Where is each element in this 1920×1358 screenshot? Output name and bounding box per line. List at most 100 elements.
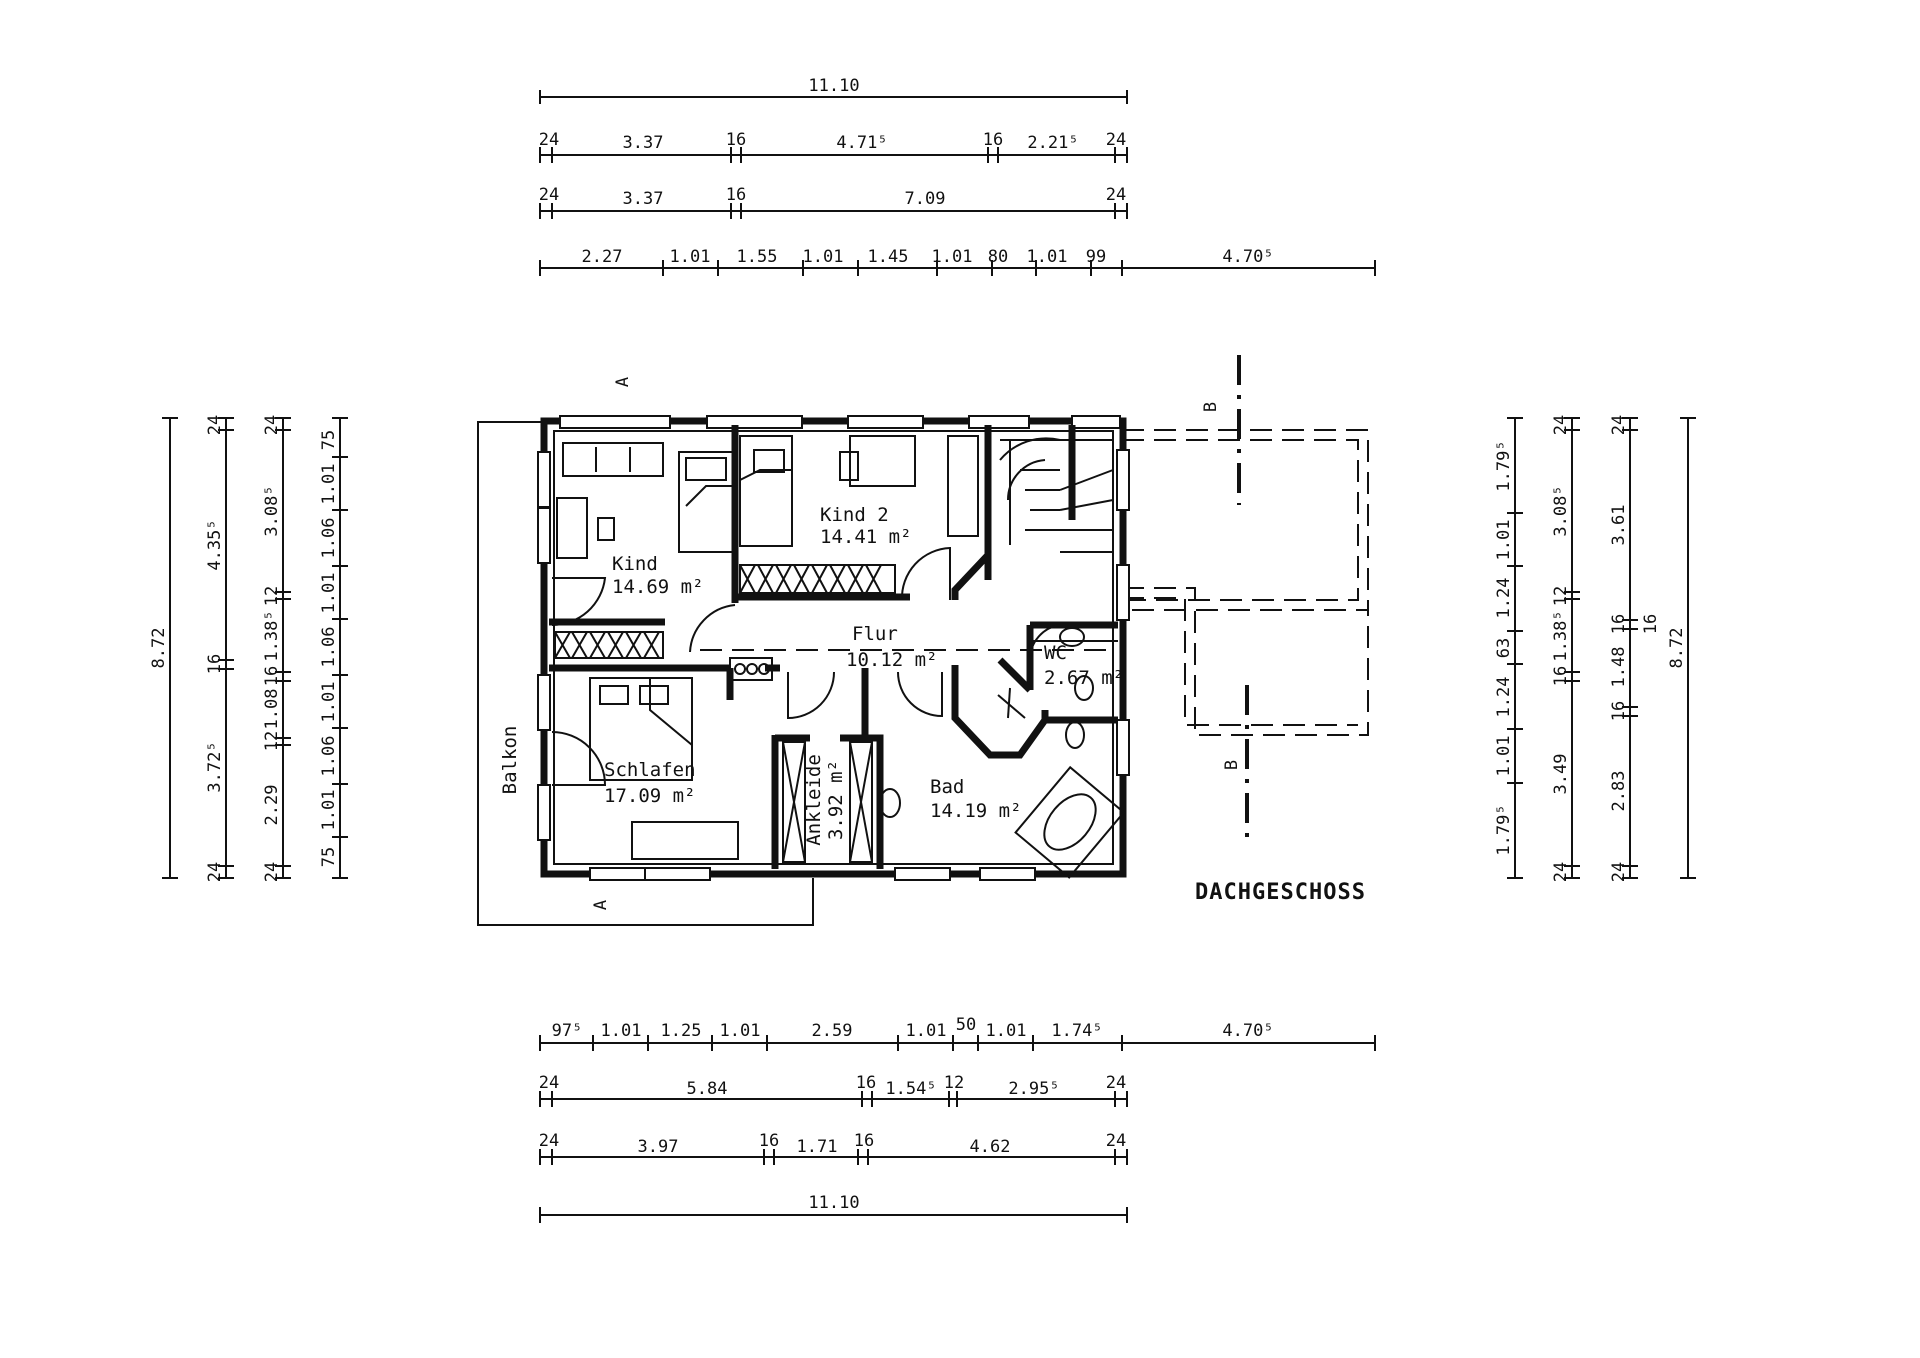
room-labels: Kind 14.69 m² Kind 2 14.41 m² Flur 10.12… bbox=[604, 504, 1124, 846]
dim-left-c2-2: 12 bbox=[262, 586, 282, 606]
dim-right-c3-0: 24 bbox=[1609, 415, 1629, 435]
dim-bot-r1-0: 97⁵ bbox=[552, 1021, 583, 1041]
dim-left-c3-6: 1.06 bbox=[319, 736, 339, 777]
dashed-extension bbox=[1122, 429, 1369, 736]
dim-bot-r2-4: 12 bbox=[944, 1073, 964, 1093]
dim-left-c2-6: 12 bbox=[262, 731, 282, 751]
dim-left-overall: 8.72 bbox=[149, 628, 169, 669]
dim-bot-r3-6: 24 bbox=[1106, 1131, 1126, 1151]
section-lines: B B A A bbox=[591, 355, 1249, 910]
section-a-bottom: A bbox=[591, 900, 611, 910]
dim-left-c3-8: 75 bbox=[319, 847, 339, 867]
dim-left-c3-7: 1.01 bbox=[319, 790, 339, 831]
dim-left-c1-4: 24 bbox=[205, 862, 225, 882]
dim-right-c1-0: 1.79⁵ bbox=[1494, 440, 1514, 491]
floor-title: DACHGESCHOSS bbox=[1195, 880, 1366, 905]
dim-bot-r3-0: 24 bbox=[539, 1131, 559, 1151]
dim-left-c1-2: 16 bbox=[205, 654, 225, 674]
dim-bot-r3-4: 16 bbox=[854, 1131, 874, 1151]
dim-top-r3-3: 1.01 bbox=[803, 247, 844, 267]
room-ankleide-area: 3.92 m² bbox=[825, 760, 847, 840]
dim-bot-r1-6: 50 bbox=[956, 1015, 976, 1035]
dim-bot-r3-5: 4.62 bbox=[970, 1137, 1011, 1157]
room-ankleide-name: Ankleide bbox=[803, 754, 825, 846]
dim-top-r2-3: 7.09 bbox=[905, 189, 946, 209]
dim-left-c3-0: 75 bbox=[319, 430, 339, 450]
room-kind-name: Kind bbox=[612, 553, 658, 575]
building-walls bbox=[537, 415, 1130, 881]
room-wc-name: WC bbox=[1044, 642, 1067, 664]
dim-bot-r3-2: 16 bbox=[759, 1131, 779, 1151]
dim-left-c2-7: 2.29 bbox=[262, 785, 282, 826]
section-b-top: B bbox=[1201, 402, 1221, 412]
dim-left-c2-3: 1.38⁵ bbox=[262, 610, 282, 661]
dim-top-r2-2: 16 bbox=[726, 185, 746, 205]
dim-right-overall: 8.72 bbox=[1667, 628, 1687, 669]
dim-left-c1-0: 24 bbox=[205, 415, 225, 435]
section-b-bottom: B bbox=[1222, 760, 1242, 770]
balcony-outline: Balkon bbox=[477, 421, 814, 926]
dim-bot-r1-9: 4.70⁵ bbox=[1222, 1021, 1273, 1041]
room-wc-area: 2.67 m² bbox=[1044, 667, 1124, 689]
room-flur-area: 10.12 m² bbox=[846, 649, 938, 671]
dim-bot-r2-0: 24 bbox=[539, 1073, 559, 1093]
dim-top-r1-1: 3.37 bbox=[623, 133, 664, 153]
left-dimensions: 8.72 24 4.35⁵ 16 3.72⁵ 24 24 3.08⁵ 12 1.… bbox=[149, 415, 348, 882]
dim-top-r1-6: 24 bbox=[1106, 130, 1126, 150]
room-bad-name: Bad bbox=[930, 776, 964, 798]
dim-bot-r1-3: 1.01 bbox=[720, 1021, 761, 1041]
dim-left-c3-5: 1.01 bbox=[319, 682, 339, 723]
dim-top-r3-5: 1.01 bbox=[932, 247, 973, 267]
dim-top-r3-2: 1.55 bbox=[737, 247, 778, 267]
dim-right-c3-6: 24 bbox=[1609, 862, 1629, 882]
dim-top-r2-4: 24 bbox=[1106, 185, 1126, 205]
dim-bot-r3-1: 3.97 bbox=[638, 1137, 679, 1157]
dim-top-r3-7: 1.01 bbox=[1027, 247, 1068, 267]
room-flur-name: Flur bbox=[852, 623, 898, 645]
room-kind2-area: 14.41 m² bbox=[820, 526, 912, 548]
room-schlafen-area: 17.09 m² bbox=[604, 785, 696, 807]
dim-top-r2-0: 24 bbox=[539, 185, 559, 205]
furniture bbox=[554, 435, 1126, 879]
dim-right-c3-1: 3.61 bbox=[1609, 505, 1629, 546]
dim-right-c1-1: 1.01 bbox=[1494, 520, 1514, 561]
dim-top-r1-4: 16 bbox=[983, 130, 1003, 150]
dim-top-r3-6: 80 bbox=[988, 247, 1008, 267]
dim-bot-r1-2: 1.25 bbox=[661, 1021, 702, 1041]
dim-right-c2-5: 3.49 bbox=[1551, 754, 1571, 795]
room-bad-area: 14.19 m² bbox=[930, 800, 1022, 822]
dim-right-c1-5: 1.01 bbox=[1494, 736, 1514, 777]
dim-left-c3-4: 1.06 bbox=[319, 627, 339, 668]
dim-top-r3-1: 1.01 bbox=[670, 247, 711, 267]
dim-top-r1-3: 4.71⁵ bbox=[836, 133, 887, 153]
dim-bottom-overall: 11.10 bbox=[808, 1193, 859, 1213]
room-kind2-name: Kind 2 bbox=[820, 504, 889, 526]
dim-right-c3-5: 2.83 bbox=[1609, 771, 1629, 812]
dim-left-c1-1: 4.35⁵ bbox=[205, 519, 225, 570]
dim-left-c2-0: 24 bbox=[262, 415, 282, 435]
dim-left-c2-8: 24 bbox=[262, 862, 282, 882]
dim-right-c2-2: 12 bbox=[1551, 586, 1571, 606]
right-dimensions: 1.79⁵ 1.01 1.24 63 1.24 1.01 1.79⁵ 24 3.… bbox=[1494, 415, 1696, 882]
dim-bot-r2-3: 1.54⁵ bbox=[885, 1079, 936, 1099]
dim-right-c3-2: 16 bbox=[1609, 614, 1629, 634]
dim-right-c1-6: 1.79⁵ bbox=[1494, 804, 1514, 855]
balkon-label: Balkon bbox=[499, 726, 521, 795]
bottom-dimensions: 97⁵ 1.01 1.25 1.01 2.59 1.01 50 1.01 1.7… bbox=[539, 1015, 1376, 1223]
dim-left-c3-1: 1.01 bbox=[319, 464, 339, 505]
dim-top-r3-4: 1.45 bbox=[868, 247, 909, 267]
dim-right-c1-2: 1.24 bbox=[1494, 578, 1514, 619]
dim-right-c3-4: 16 bbox=[1609, 701, 1629, 721]
dim-left-c2-5: 1.08 bbox=[262, 689, 282, 730]
dim-right-overall-16: 16 bbox=[1641, 614, 1661, 634]
dim-bot-r1-4: 2.59 bbox=[812, 1021, 853, 1041]
dim-bot-r2-6: 24 bbox=[1106, 1073, 1126, 1093]
dim-left-c3-2: 1.06 bbox=[319, 518, 339, 559]
dim-right-c3-3: 1.48 bbox=[1609, 647, 1629, 688]
dim-top-r3-8: 99 bbox=[1086, 247, 1106, 267]
dim-top-overall: 11.10 bbox=[808, 76, 859, 96]
room-kind-area: 14.69 m² bbox=[612, 576, 704, 598]
dim-bot-r1-1: 1.01 bbox=[601, 1021, 642, 1041]
dim-right-c2-3: 1.38⁵ bbox=[1551, 610, 1571, 661]
